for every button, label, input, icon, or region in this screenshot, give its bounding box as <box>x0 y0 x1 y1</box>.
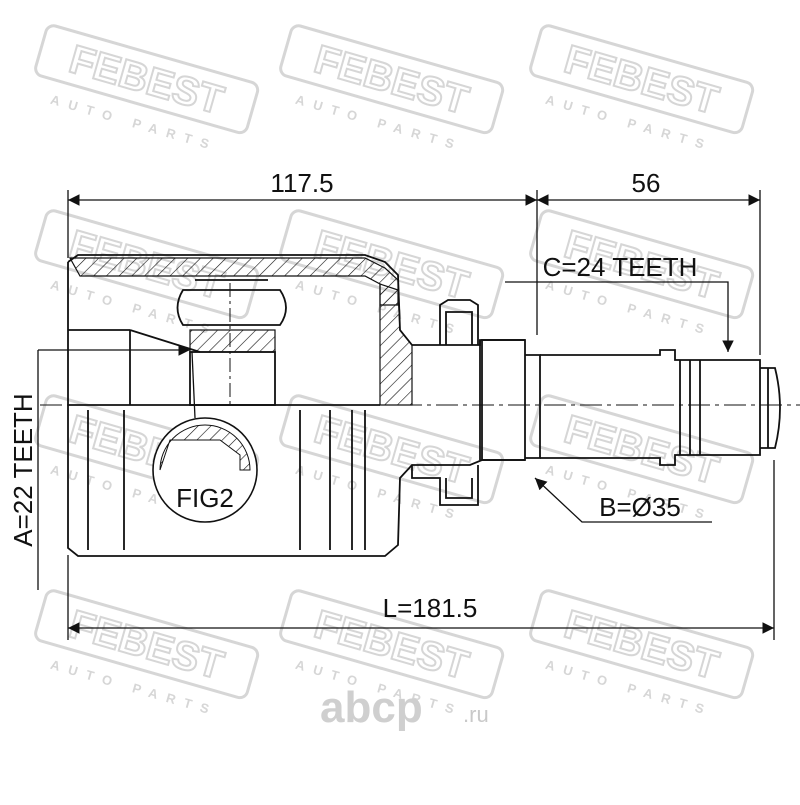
total-length-label: L=181.5 <box>383 593 478 623</box>
housing-length-label: 117.5 <box>270 168 333 198</box>
seal-diameter-label: B=Ø35 <box>599 492 681 522</box>
shaft-length-label: 56 <box>632 168 661 198</box>
housing-teeth-label: A=22 TEETH <box>8 393 38 546</box>
site-logo-tld: .ru <box>463 702 489 727</box>
dimension-lines <box>37 190 775 640</box>
part-outline <box>67 254 781 557</box>
shaft-teeth-label: C=24 TEETH <box>543 252 698 282</box>
fig2-detail <box>152 351 258 523</box>
fig2-label: FIG2 <box>176 483 234 513</box>
site-logo-name: abcp <box>320 683 423 732</box>
site-logo: abcp .ru <box>320 683 489 732</box>
